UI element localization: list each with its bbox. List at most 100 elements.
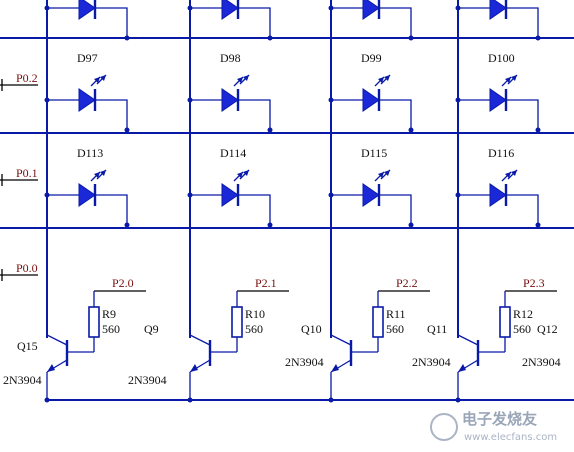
resistor-designator: R11	[386, 307, 406, 321]
led-cathode-wire	[238, 99, 271, 130]
junction-dot	[124, 127, 130, 133]
junction-dot	[267, 35, 273, 41]
led-cell	[47, 0, 130, 41]
led-cathode-wire	[238, 194, 271, 225]
driver-stages: P2.0R9560P2.1R10560P2.2R11560P2.3R12560Q…	[3, 276, 561, 403]
junction-dot	[267, 222, 273, 228]
led-cell	[331, 74, 414, 133]
transistor-part: 2N3904	[3, 373, 42, 387]
led-arrowhead-icon	[243, 75, 249, 81]
junction-dot	[408, 222, 414, 228]
led-arrowhead-icon	[505, 172, 511, 178]
led-diode-icon	[78, 0, 96, 20]
watermark-logo-icon	[430, 413, 458, 441]
led-cell	[458, 169, 541, 228]
led-diode-icon	[78, 183, 96, 207]
junction-dot	[328, 97, 334, 103]
transistor-collector	[457, 334, 479, 346]
led-cell	[47, 169, 130, 228]
led-cathode-wire	[379, 99, 412, 130]
led-designator: D115	[361, 146, 387, 160]
junction-dot	[44, 5, 50, 11]
led-cathode-wire	[95, 7, 128, 38]
led-diode-icon	[221, 88, 239, 112]
transistor-arrow-icon	[458, 364, 466, 372]
resistor-value: 560	[102, 322, 120, 336]
resistor-icon	[372, 306, 384, 338]
junction-dot	[44, 192, 50, 198]
led-cathode-wire	[379, 194, 412, 225]
resistor-value: 560	[513, 322, 531, 336]
led-cathode-wire	[238, 7, 271, 38]
led-arrowhead-icon	[378, 172, 384, 178]
resistor-value: 560	[245, 322, 263, 336]
transistor-part: 2N3904	[128, 373, 167, 387]
junction-dot	[124, 222, 130, 228]
led-arrowhead-icon	[384, 170, 390, 176]
led-diode-icon	[78, 88, 96, 112]
led-arrowhead-icon	[94, 172, 100, 178]
transistor-collector	[330, 334, 352, 346]
led-cell	[47, 74, 130, 133]
column-buses	[46, 0, 459, 338]
led-cell	[190, 0, 273, 41]
led-designator: D100	[488, 51, 515, 65]
led-designator: D116	[488, 146, 514, 160]
resistor-designator: R12	[513, 307, 533, 321]
junction-dot	[535, 35, 541, 41]
junction-dot	[408, 35, 414, 41]
port-label: P0.2	[16, 71, 38, 85]
led-cathode-wire	[506, 7, 539, 38]
led-cell	[331, 0, 414, 41]
led-cell	[190, 74, 273, 133]
led-arrowhead-icon	[384, 75, 390, 81]
transistor-collector	[189, 334, 211, 346]
net-label: P2.3	[523, 276, 545, 290]
junction-dot	[455, 5, 461, 11]
transistor-designator: Q9	[144, 322, 159, 336]
led-arrowhead-icon	[237, 172, 243, 178]
junction-dot	[535, 222, 541, 228]
transistor-arrow-icon	[190, 364, 198, 372]
port-label: P0.0	[16, 261, 38, 275]
transistor-part: 2N3904	[522, 355, 561, 369]
transistor-designator: Q11	[427, 322, 447, 336]
junction-dot	[187, 97, 193, 103]
led-diode-icon	[362, 183, 380, 207]
led-diode-icon	[489, 88, 507, 112]
led-cathode-wire	[379, 7, 412, 38]
row-buses	[0, 37, 574, 229]
junction-dot	[455, 192, 461, 198]
net-label: P2.0	[112, 276, 134, 290]
junction-dot	[187, 5, 193, 11]
led-designator: D114	[220, 146, 246, 160]
junction-dot	[328, 5, 334, 11]
led-arrowhead-icon	[511, 75, 517, 81]
led-arrowhead-icon	[94, 77, 100, 83]
led-cell	[190, 169, 273, 228]
junction-dot	[44, 97, 50, 103]
net-label: P2.2	[396, 276, 418, 290]
junction-dot	[328, 192, 334, 198]
transistor-designator: Q10	[301, 322, 322, 336]
port-label: P0.1	[16, 166, 38, 180]
transistor-arrow-icon	[47, 364, 55, 372]
led-cathode-wire	[506, 99, 539, 130]
resistor-icon	[88, 306, 100, 338]
junction-dot	[455, 97, 461, 103]
junction-dot	[187, 192, 193, 198]
net-label: P2.1	[255, 276, 277, 290]
led-diode-icon	[489, 183, 507, 207]
led-arrowhead-icon	[100, 75, 106, 81]
led-cell	[458, 0, 541, 41]
junction-dot	[124, 35, 130, 41]
transistor-arrow-icon	[331, 364, 339, 372]
resistor-value: 560	[386, 322, 404, 336]
transistor-designator: Q15	[17, 339, 38, 353]
led-cell	[331, 169, 414, 228]
watermark-url: www.elecfans.com	[464, 432, 557, 443]
